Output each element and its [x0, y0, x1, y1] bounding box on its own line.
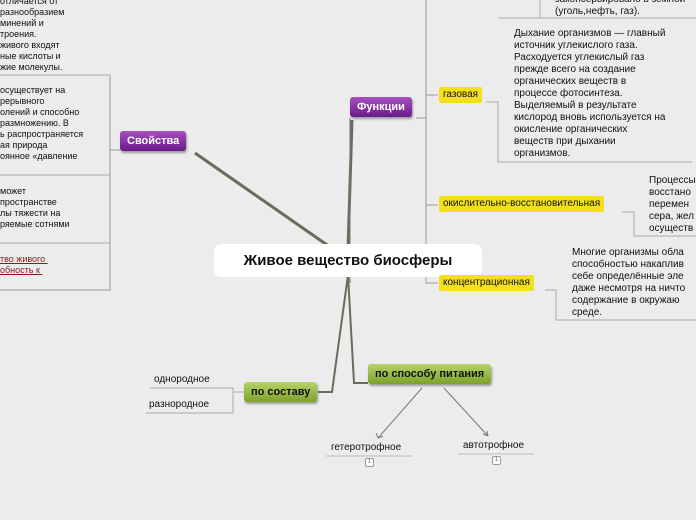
gas-description: Дыхание организмов — главный источник уг… — [514, 28, 666, 159]
node-composition[interactable]: по составу — [244, 382, 318, 402]
tag-gas[interactable]: газовая — [439, 87, 483, 103]
tag-concentration[interactable]: концентрационная — [439, 275, 534, 291]
heterotrophic-expand-icon[interactable]: 1 — [365, 458, 374, 467]
top-right-note: законсервировано в земной (уголь,нефть, … — [555, 0, 685, 17]
properties-link[interactable]: тво живого обность к — [0, 254, 46, 275]
leaf-heterotrophic[interactable]: гетеротрофное — [331, 442, 402, 453]
autotrophic-expand-icon[interactable]: 1 — [492, 456, 501, 465]
redox-description: Процессы восстано перемен сера, жел осущ… — [649, 175, 696, 234]
leaf-autotrophic[interactable]: автотрофное — [463, 440, 525, 451]
node-nutrition[interactable]: по способу питания — [368, 364, 492, 384]
node-functions[interactable]: Функции — [350, 97, 412, 117]
concentration-description: Многие организмы обла способностью накап… — [572, 247, 686, 318]
leaf-homogeneous[interactable]: однородное — [154, 374, 210, 385]
properties-note-3: может пространстве лы тяжести на ряемые … — [0, 186, 70, 229]
properties-note-2: осуществует на рерывного олений и способ… — [0, 85, 84, 161]
node-properties[interactable]: Свойства — [120, 131, 187, 151]
root-topic[interactable]: Живое вещество биосферы — [214, 244, 482, 277]
properties-note-1: отличается от разнообразием минений и тр… — [0, 0, 65, 72]
leaf-heterogeneous[interactable]: разнородное — [149, 399, 210, 410]
tag-redox[interactable]: окислительно-восстановительная — [439, 196, 605, 212]
